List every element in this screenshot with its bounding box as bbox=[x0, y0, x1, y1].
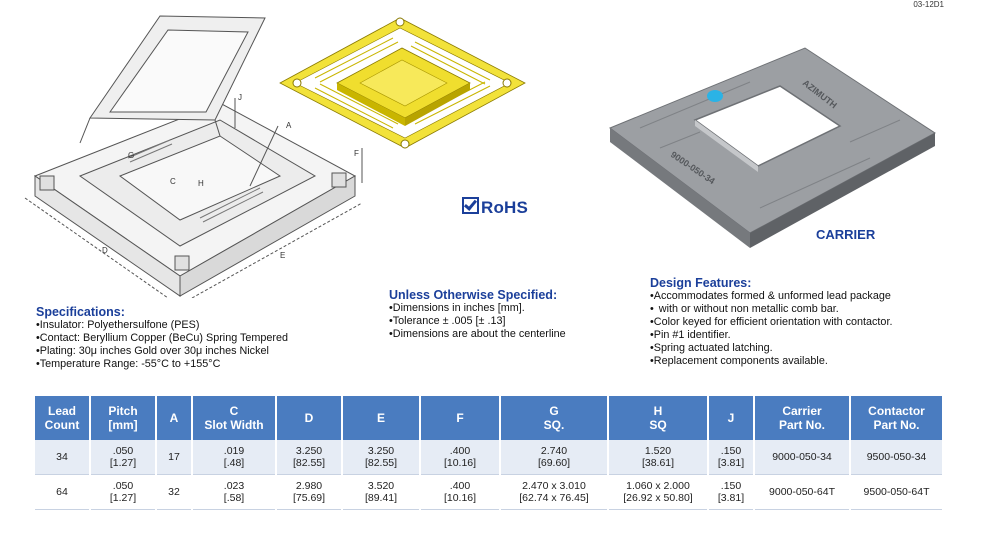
table-cell: .400[10.16] bbox=[420, 474, 501, 510]
unless-specified-list: Dimensions in inches [mm]. Tolerance ± .… bbox=[389, 302, 566, 341]
carrier-illustration: AZIMUTH 9000-050-34 bbox=[608, 47, 936, 248]
table-cell: 34 bbox=[35, 440, 91, 475]
rohs-label: RoHS bbox=[481, 198, 529, 217]
table-cell: 1.520[38.61] bbox=[608, 440, 709, 475]
design-features-title: Design Features: bbox=[650, 276, 752, 290]
column-header: D bbox=[276, 396, 343, 440]
label-a: A bbox=[286, 121, 292, 130]
table-cell: 9500-050-34 bbox=[850, 440, 944, 475]
unless-item: Tolerance ± .005 [± .13] bbox=[389, 315, 566, 328]
rohs-badge: RoHS bbox=[462, 196, 528, 218]
label-j: J bbox=[238, 93, 242, 102]
table-cell: .150[3.81] bbox=[708, 474, 755, 510]
design-item: Replacement components available. bbox=[650, 355, 892, 368]
design-item: Accommodates formed & unformed lead pack… bbox=[650, 290, 892, 303]
unless-specified-section: Unless Otherwise Specified: Dimensions i… bbox=[389, 288, 566, 341]
document-number: 03-12D1 bbox=[913, 0, 944, 9]
table-cell: .400[10.16] bbox=[420, 440, 501, 475]
table-cell: 1.060 x 2.000[26.92 x 50.80] bbox=[608, 474, 709, 510]
package-illustration bbox=[279, 17, 526, 149]
label-d: D bbox=[102, 246, 108, 255]
spec-item: Contact: Beryllium Copper (BeCu) Spring … bbox=[36, 332, 288, 345]
label-e: E bbox=[280, 251, 285, 260]
table-cell: .050[1.27] bbox=[90, 440, 157, 475]
table-cell: 2.980[75.69] bbox=[276, 474, 343, 510]
carrier-label: CARRIER bbox=[816, 227, 876, 242]
socket-drawing: J A D E F G C H bbox=[24, 15, 363, 298]
table-cell: .150[3.81] bbox=[708, 440, 755, 475]
table-cell: 2.740[69.60] bbox=[500, 440, 609, 475]
table-cell: 32 bbox=[156, 474, 193, 510]
column-header: A bbox=[156, 396, 193, 440]
design-features-section: Design Features: Accommodates formed & u… bbox=[650, 276, 892, 368]
spec-item: Insulator: Polyethersulfone (PES) bbox=[36, 319, 288, 332]
table-body: 34.050[1.27]17.019[.48]3.250[82.55]3.250… bbox=[35, 440, 944, 510]
column-header: Pitch[mm] bbox=[90, 396, 157, 440]
checkbox-icon bbox=[462, 197, 479, 214]
table-cell: 17 bbox=[156, 440, 193, 475]
spec-item: Temperature Range: -55°C to +155°C bbox=[36, 358, 288, 371]
label-h: H bbox=[198, 179, 204, 188]
unless-item: Dimensions are about the centerline bbox=[389, 328, 566, 341]
design-features-list: Accommodates formed & unformed lead pack… bbox=[650, 290, 893, 368]
table-cell: 9000-050-64T bbox=[754, 474, 851, 510]
specifications-title: Specifications: bbox=[36, 305, 125, 319]
unless-specified-title: Unless Otherwise Specified: bbox=[389, 288, 558, 302]
design-item-continuation: with or without non metallic comb bar. bbox=[650, 303, 892, 316]
column-header: J bbox=[708, 396, 755, 440]
specifications-section: Specifications: Insulator: Polyethersulf… bbox=[36, 305, 288, 371]
table-cell: 64 bbox=[35, 474, 91, 510]
label-g: G bbox=[128, 151, 134, 160]
unless-item: Dimensions in inches [mm]. bbox=[389, 302, 566, 315]
table-cell: 3.250[82.55] bbox=[276, 440, 343, 475]
spec-item: Plating: 30μ inches Gold over 30μ inches… bbox=[36, 345, 288, 358]
column-header: F bbox=[420, 396, 501, 440]
table-cell: 9000-050-34 bbox=[754, 440, 851, 475]
table-row: 34.050[1.27]17.019[.48]3.250[82.55]3.250… bbox=[35, 440, 944, 475]
table-cell: .023[.58] bbox=[192, 474, 277, 510]
label-c: C bbox=[170, 177, 176, 186]
table-row: 64.050[1.27]32.023[.58]2.980[75.69]3.520… bbox=[35, 474, 944, 510]
table-cell: 3.520[89.41] bbox=[342, 474, 421, 510]
table-cell: 3.250[82.55] bbox=[342, 440, 421, 475]
design-item: Pin #1 identifier. bbox=[650, 329, 892, 342]
table-cell: 9500-050-64T bbox=[850, 474, 944, 510]
specifications-list: Insulator: Polyethersulfone (PES) Contac… bbox=[36, 319, 288, 371]
column-header: E bbox=[342, 396, 421, 440]
table-cell: .050[1.27] bbox=[90, 474, 157, 510]
table-cell: 2.470 x 3.010[62.74 x 76.45] bbox=[500, 474, 609, 510]
design-item: Color keyed for efficient orientation wi… bbox=[650, 316, 893, 329]
label-f: F bbox=[354, 149, 359, 158]
design-item: Spring actuated latching. bbox=[650, 342, 892, 355]
table-cell: .019[.48] bbox=[192, 440, 277, 475]
